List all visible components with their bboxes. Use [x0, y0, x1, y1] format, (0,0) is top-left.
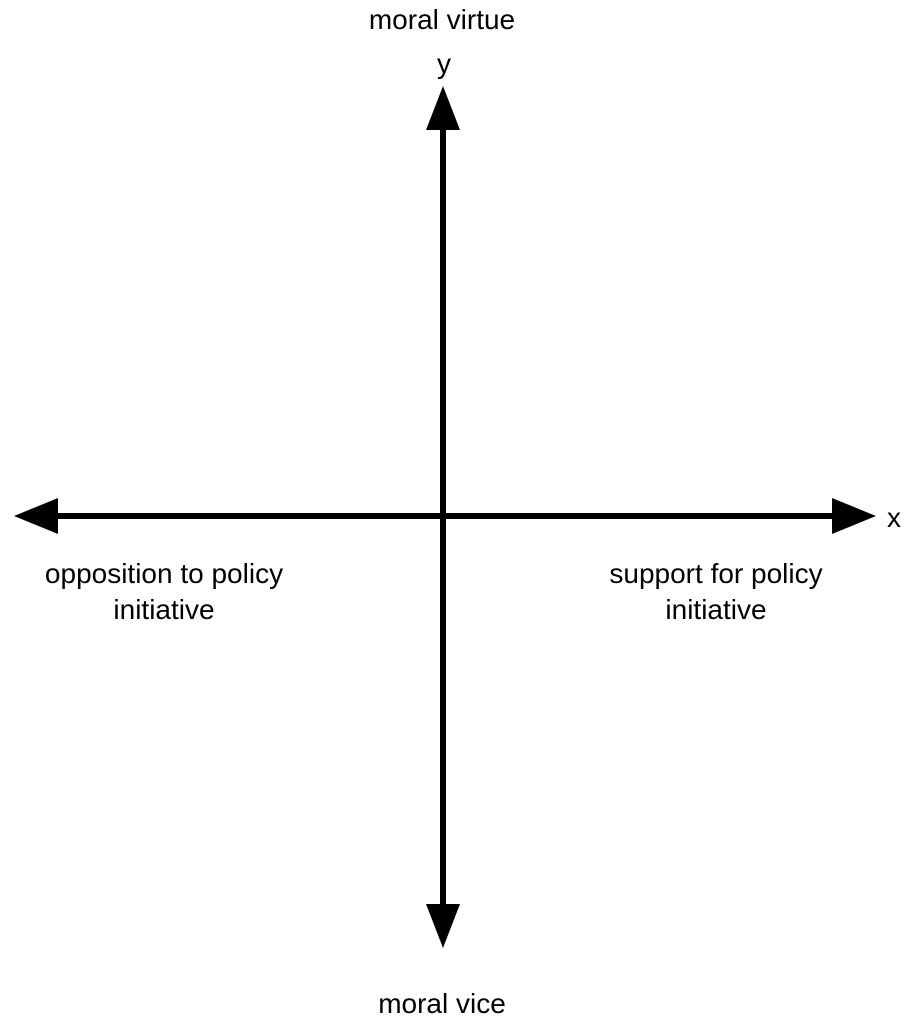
bottom-arrowhead: [426, 904, 460, 948]
opposition-label: opposition to policy initiative: [14, 556, 314, 628]
opposition-label-line-2: initiative: [113, 594, 215, 625]
moral-vice-label: moral vice: [378, 988, 506, 1019]
right-arrowhead: [832, 498, 876, 534]
top-arrowhead: [426, 86, 460, 130]
opposition-label-line-1: opposition to policy: [44, 558, 284, 589]
y-axis-label: y: [437, 48, 451, 79]
support-label-line-1: support for policy: [609, 558, 823, 589]
support-label: support for policy initiative: [566, 556, 866, 628]
moral-virtue-label: moral virtue: [368, 4, 516, 35]
x-axis-label: x: [887, 502, 901, 533]
left-arrowhead: [14, 498, 58, 534]
support-label-line-2: initiative: [665, 594, 767, 625]
